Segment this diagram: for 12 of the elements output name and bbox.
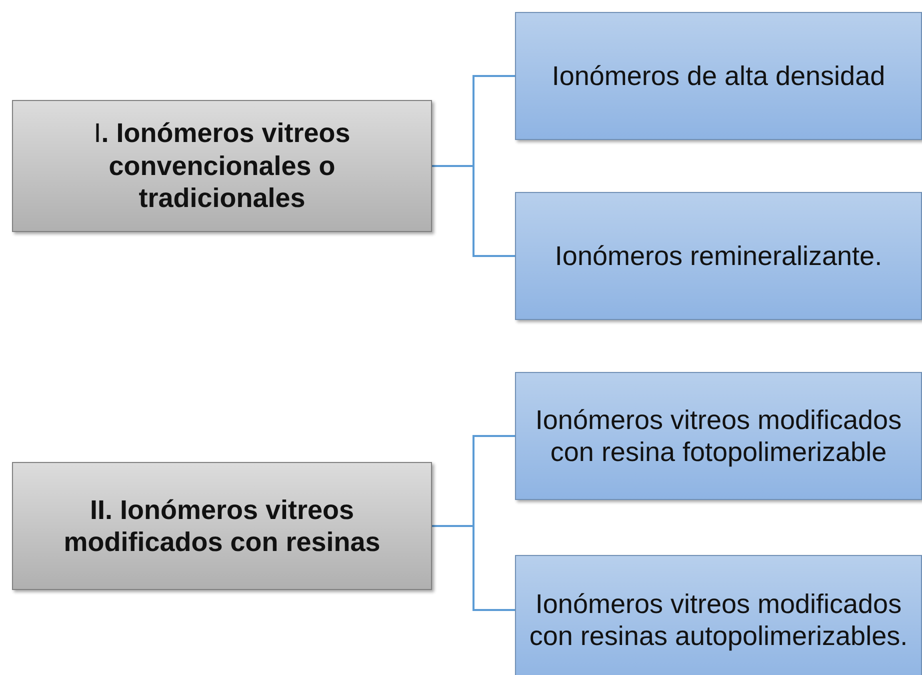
box-text: Ionómeros remineralizante. — [554, 240, 882, 272]
box-text: Ionómeros de alta densidad — [552, 60, 886, 92]
subtype-box — [515, 372, 922, 500]
subtype-box — [515, 192, 922, 320]
category-box — [12, 100, 432, 232]
category-box — [12, 462, 432, 590]
subtype-box — [515, 12, 922, 140]
box-text: I. Ionómeros vitreos convencionales o tradicionales — [92, 117, 352, 215]
box-text: Ionómeros vitreos modificados con resina fotopolimerizable — [534, 404, 903, 468]
box-text: II. Ionómeros vitreos modificados con resinas — [62, 494, 382, 558]
subtype-box — [515, 555, 922, 675]
box-text: Ionómeros vitreos modificados con resinas autopolimerizables. — [528, 588, 909, 652]
